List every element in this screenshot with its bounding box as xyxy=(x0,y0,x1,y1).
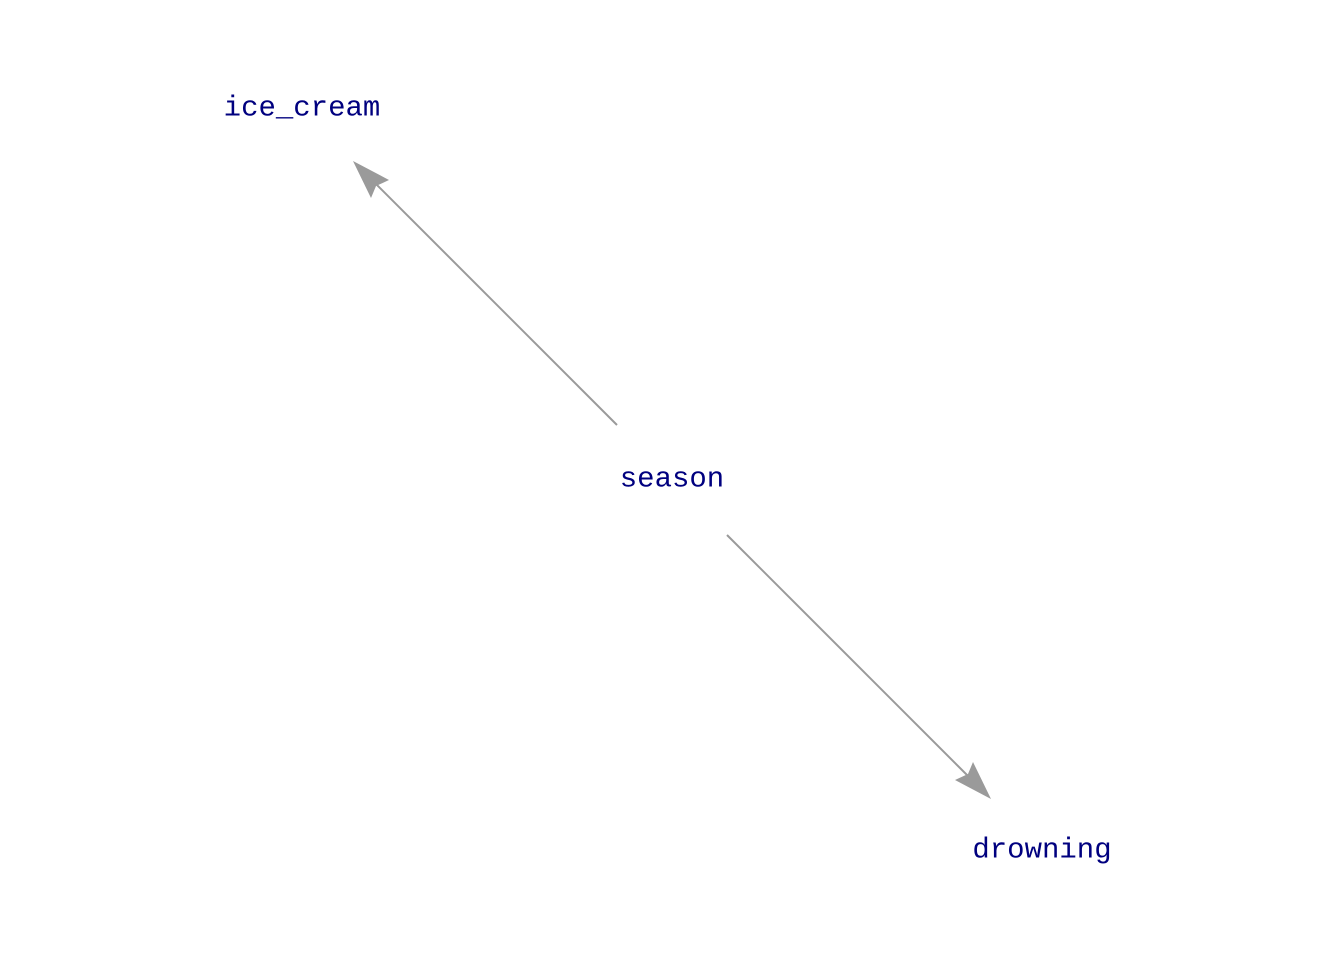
node-ice-cream: ice_cream xyxy=(224,92,381,125)
arrowhead-icon xyxy=(353,161,389,198)
node-season: season xyxy=(620,463,724,496)
arrowhead-icon xyxy=(955,762,991,799)
edge-season-to-ice-cream xyxy=(353,161,618,426)
edge-line xyxy=(726,534,971,779)
node-drowning: drowning xyxy=(972,834,1111,867)
edge-season-to-drowning xyxy=(726,534,991,799)
edge-line xyxy=(373,181,618,426)
